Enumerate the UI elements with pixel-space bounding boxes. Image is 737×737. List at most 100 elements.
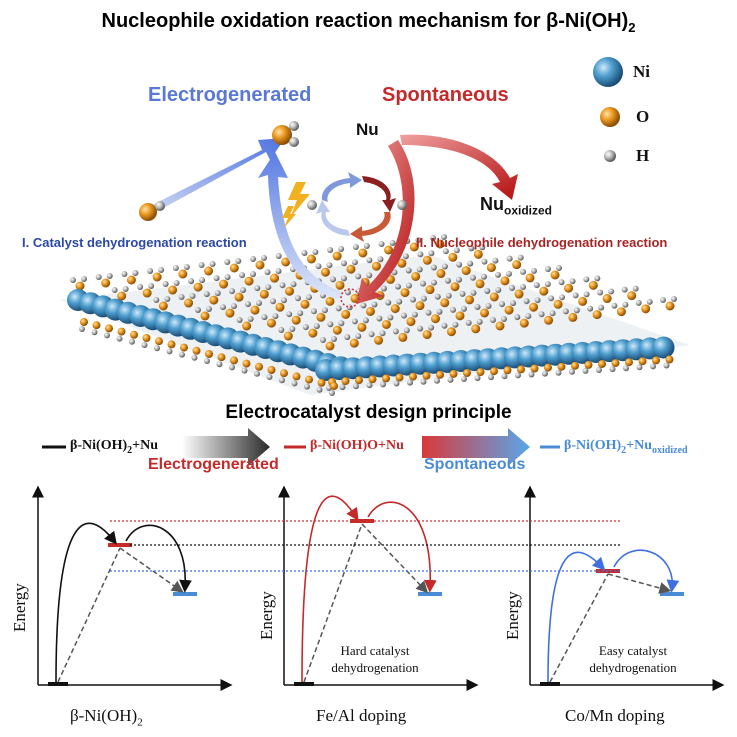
slab-hydrogen-atom	[366, 382, 373, 389]
slab-hydrogen-atom	[132, 270, 139, 276]
slab-hydrogen-atom	[70, 277, 76, 283]
slab-hydrogen-atom	[304, 383, 310, 390]
slab-hydrogen-atom	[379, 330, 386, 337]
slab-oxygen-atom	[406, 317, 416, 327]
slab-hydrogen-atom	[533, 282, 540, 289]
slab-hydrogen-atom	[189, 293, 196, 300]
slab-oxygen-atom	[255, 362, 263, 371]
nu-label: Nu	[356, 120, 379, 139]
slab-oxygen-atom	[335, 280, 345, 290]
slab-hydrogen-atom	[378, 241, 385, 247]
slab-oxygen-atom	[320, 267, 330, 277]
slab-oxygen-atom	[641, 304, 651, 314]
slab-hydrogen-atom	[431, 279, 437, 286]
slab-oxygen-atom	[267, 366, 276, 374]
slab-hydrogen-atom	[344, 334, 351, 341]
legend-h-icon	[604, 150, 616, 162]
panel-1-energy-label: Energy	[10, 583, 29, 632]
slab-oxygen-atom	[435, 239, 445, 249]
slab-hydrogen-atom	[381, 285, 387, 292]
slab-oxygen-atom	[500, 276, 510, 286]
slab-oxygen-atom	[514, 289, 524, 299]
slab-oxygen-atom	[398, 332, 408, 342]
slab-oxygen-atom	[486, 263, 496, 273]
slab-hydrogen-atom	[434, 293, 441, 300]
slab-hydrogen-atom	[509, 285, 516, 292]
slab-hydrogen-atom	[646, 298, 653, 305]
oh-oxygen	[139, 203, 157, 221]
cycle-h-atom-left	[307, 200, 317, 210]
slab-oxygen-atom	[291, 315, 301, 325]
slab-hydrogen-atom	[306, 294, 312, 301]
slab-oxygen-atom	[217, 353, 226, 362]
slab-hydrogen-atom	[316, 386, 323, 393]
cycle-arrow-top-right	[362, 176, 396, 212]
slab-oxygen-atom	[422, 330, 432, 340]
slab-hydrogen-atom	[363, 243, 370, 249]
slab-hydrogen-atom	[411, 311, 418, 318]
slab-oxygen-atom	[368, 375, 377, 384]
slab-hydrogen-atom	[534, 297, 541, 304]
slab-hydrogen-atom	[562, 308, 569, 315]
slab-oxygen-atom	[219, 279, 229, 289]
slab-oxygen-atom	[180, 343, 188, 352]
slab-oxygen-atom	[397, 258, 407, 268]
slab-hydrogen-atom	[366, 272, 373, 279]
slab-oxygen-atom	[425, 285, 435, 295]
slab-hydrogen-atom	[452, 321, 459, 328]
slab-oxygen-atom	[382, 374, 390, 383]
slab-hydrogen-atom	[441, 263, 448, 270]
slab-hydrogen-atom	[488, 374, 494, 381]
slab-hydrogen-atom	[479, 244, 486, 251]
slab-hydrogen-atom	[573, 307, 580, 314]
slab-oxygen-atom	[495, 321, 505, 331]
slab-hydrogen-atom	[517, 254, 524, 261]
slab-oxygen-atom	[152, 272, 162, 282]
slab-hydrogen-atom	[254, 370, 260, 377]
slab-hydrogen-atom	[338, 320, 345, 327]
slab-hydrogen-atom	[275, 268, 282, 275]
slab-hydrogen-atom	[417, 251, 424, 258]
slab-oxygen-atom	[400, 288, 410, 298]
slab-hydrogen-atom	[470, 289, 477, 296]
slab-oxygen-atom	[371, 261, 381, 271]
panel-3-dashed-path-2	[607, 573, 672, 594]
slab-oxygen-atom	[409, 372, 417, 381]
slab-oxygen-atom	[178, 269, 188, 279]
slab-oxygen-atom	[242, 359, 251, 368]
transition-arrow-1	[182, 428, 270, 466]
slab-hydrogen-atom	[528, 371, 535, 378]
slab-hydrogen-atom	[326, 262, 333, 269]
slab-oxygen-atom	[638, 357, 647, 366]
slab-oxygen-atom	[471, 324, 481, 334]
slab-hydrogen-atom	[407, 379, 413, 386]
page-title: Nucleophile oxidation reaction mechanism…	[101, 10, 636, 35]
slab-hydrogen-atom	[313, 323, 320, 330]
slab-oxygen-atom	[529, 302, 539, 312]
slab-hydrogen-atom	[456, 276, 462, 283]
slab-hydrogen-atom	[635, 299, 642, 306]
slab-hydrogen-atom	[461, 305, 467, 312]
state-3-label: β-Ni(OH)2+Nuoxidized	[564, 438, 688, 456]
panel-1-title: β-Ni(OH)2	[70, 706, 143, 729]
reaction-2-label: II. Nucleophile dehydrogenation reaction	[416, 235, 668, 250]
slab-oxygen-atom	[625, 358, 633, 367]
cycle-arrow-bottom-right	[350, 212, 391, 242]
slab-hydrogen-atom	[250, 256, 256, 262]
slab-oxygen-atom	[234, 292, 244, 302]
slab-hydrogen-atom	[213, 275, 220, 282]
slab-hydrogen-atom	[360, 302, 367, 309]
slab-hydrogen-atom	[499, 301, 506, 308]
slab-hydrogen-atom	[548, 295, 555, 302]
slab-hydrogen-atom	[445, 292, 452, 299]
slab-hydrogen-atom	[224, 259, 231, 265]
slab-oxygen-atom	[308, 328, 318, 338]
lightning-icon-small	[282, 206, 296, 228]
slab-hydrogen-atom	[608, 288, 615, 295]
slab-hydrogen-atom	[329, 390, 335, 396]
slab-oxygen-atom	[117, 291, 127, 301]
slab-hydrogen-atom	[158, 267, 165, 273]
slab-hydrogen-atom	[312, 249, 319, 255]
design-title: Electrocatalyst design principle	[225, 402, 512, 423]
